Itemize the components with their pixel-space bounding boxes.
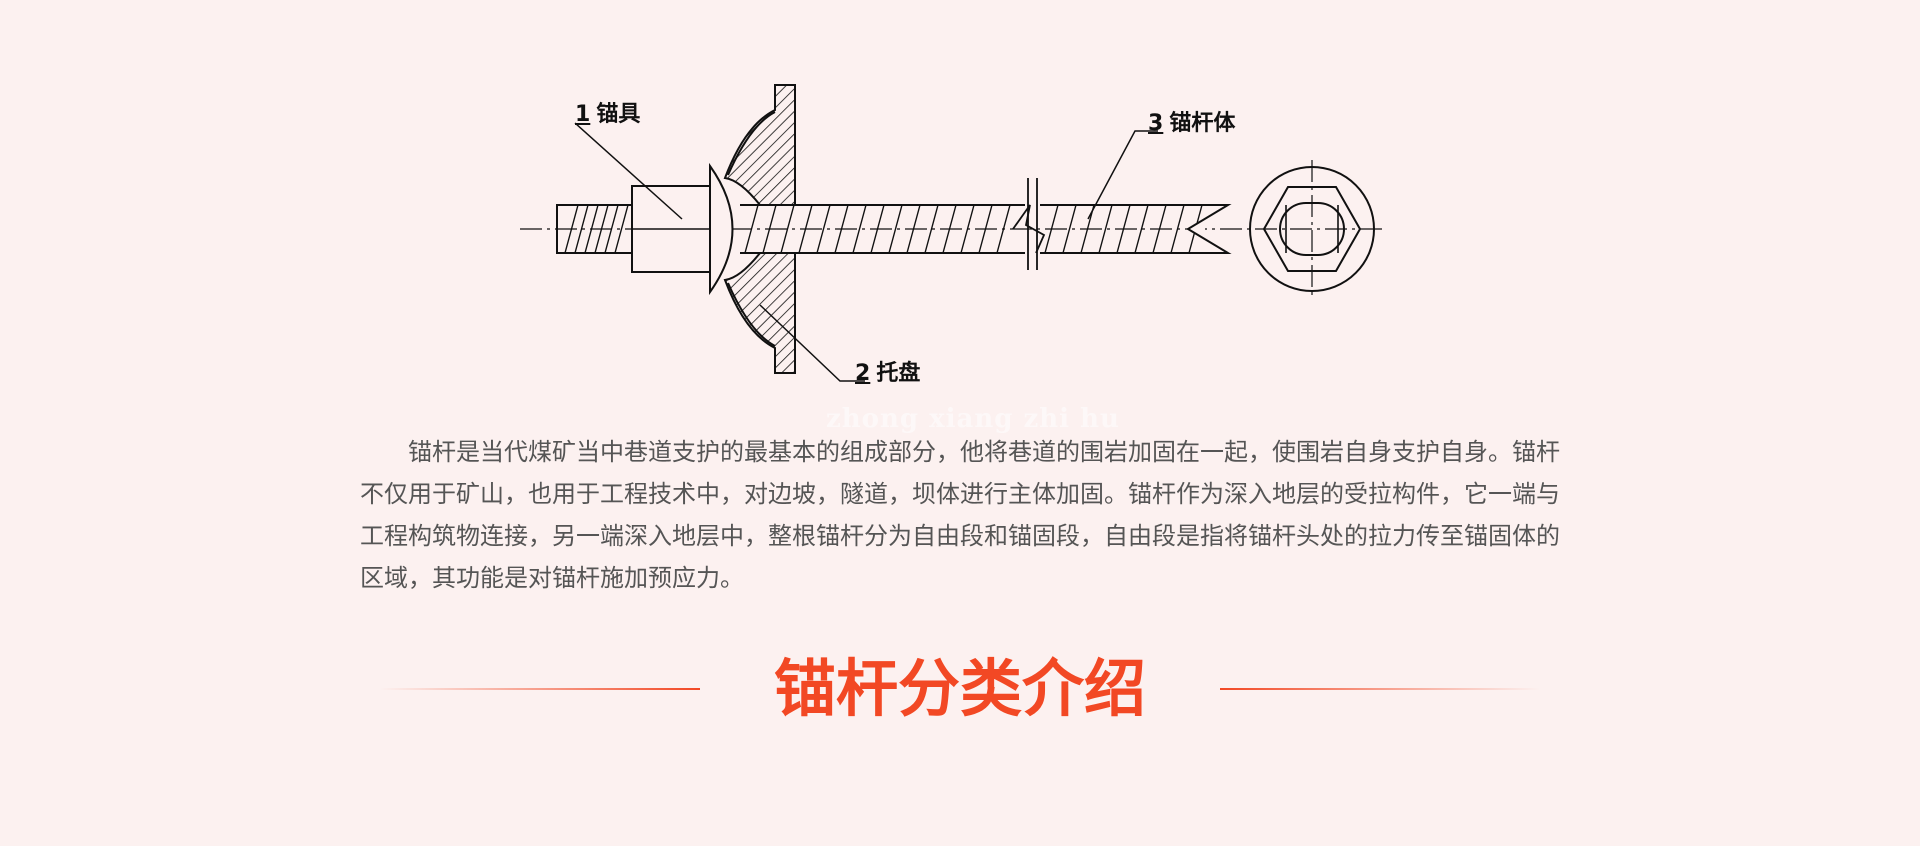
- description-paragraph: 锚杆是当代煤矿当中巷道支护的最基本的组成部分，他将巷道的围岩加固在一起，使围岩自…: [360, 438, 1560, 592]
- section-heading: 锚杆分类介绍: [360, 646, 1560, 736]
- dome-washer: [709, 162, 734, 296]
- tray-plate: [723, 84, 796, 374]
- rod-body: [740, 178, 1232, 270]
- rod-threaded-end: [556, 204, 633, 254]
- heading-line-right: [1220, 688, 1540, 690]
- end-view-hex-nut: [1249, 160, 1375, 300]
- section-title: 锚杆分类介绍: [773, 652, 1146, 725]
- anchor-bolt-diagram: [520, 84, 1385, 382]
- watermark: zhong xiang zhi hu: [826, 404, 1120, 434]
- nut-anchor-tool: [631, 185, 711, 273]
- leader-lines: [574, 122, 1158, 382]
- heading-line-left: [380, 688, 700, 690]
